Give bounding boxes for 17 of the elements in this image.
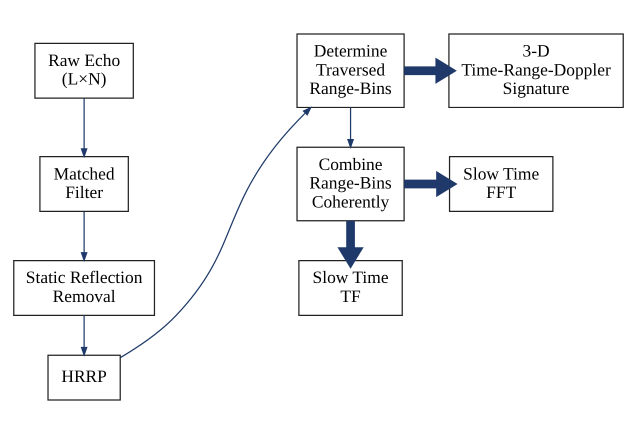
arrow — [80, 98, 88, 158]
node-box: HRRP — [47, 354, 121, 401]
node-box: Combine Range-Bins Coherently — [296, 146, 405, 222]
node-box: Static Reflection Removal — [13, 260, 156, 316]
arrow — [337, 220, 364, 269]
arrow — [120, 106, 312, 358]
node-box: Slow Time FFT — [448, 156, 554, 212]
node-box: Slow Time TF — [298, 260, 403, 316]
arrow — [80, 315, 88, 357]
arrow — [404, 170, 458, 198]
arrow — [80, 212, 88, 262]
node-box: Raw Echo (L×N) — [34, 42, 134, 99]
arrow — [347, 108, 354, 150]
node-box: Matched Filter — [39, 156, 129, 212]
arrow — [404, 58, 457, 84]
node-box: Determine Traversed Range-Bins — [296, 33, 405, 108]
node-box: 3-D Time-Range-Doppler Signature — [448, 33, 624, 108]
